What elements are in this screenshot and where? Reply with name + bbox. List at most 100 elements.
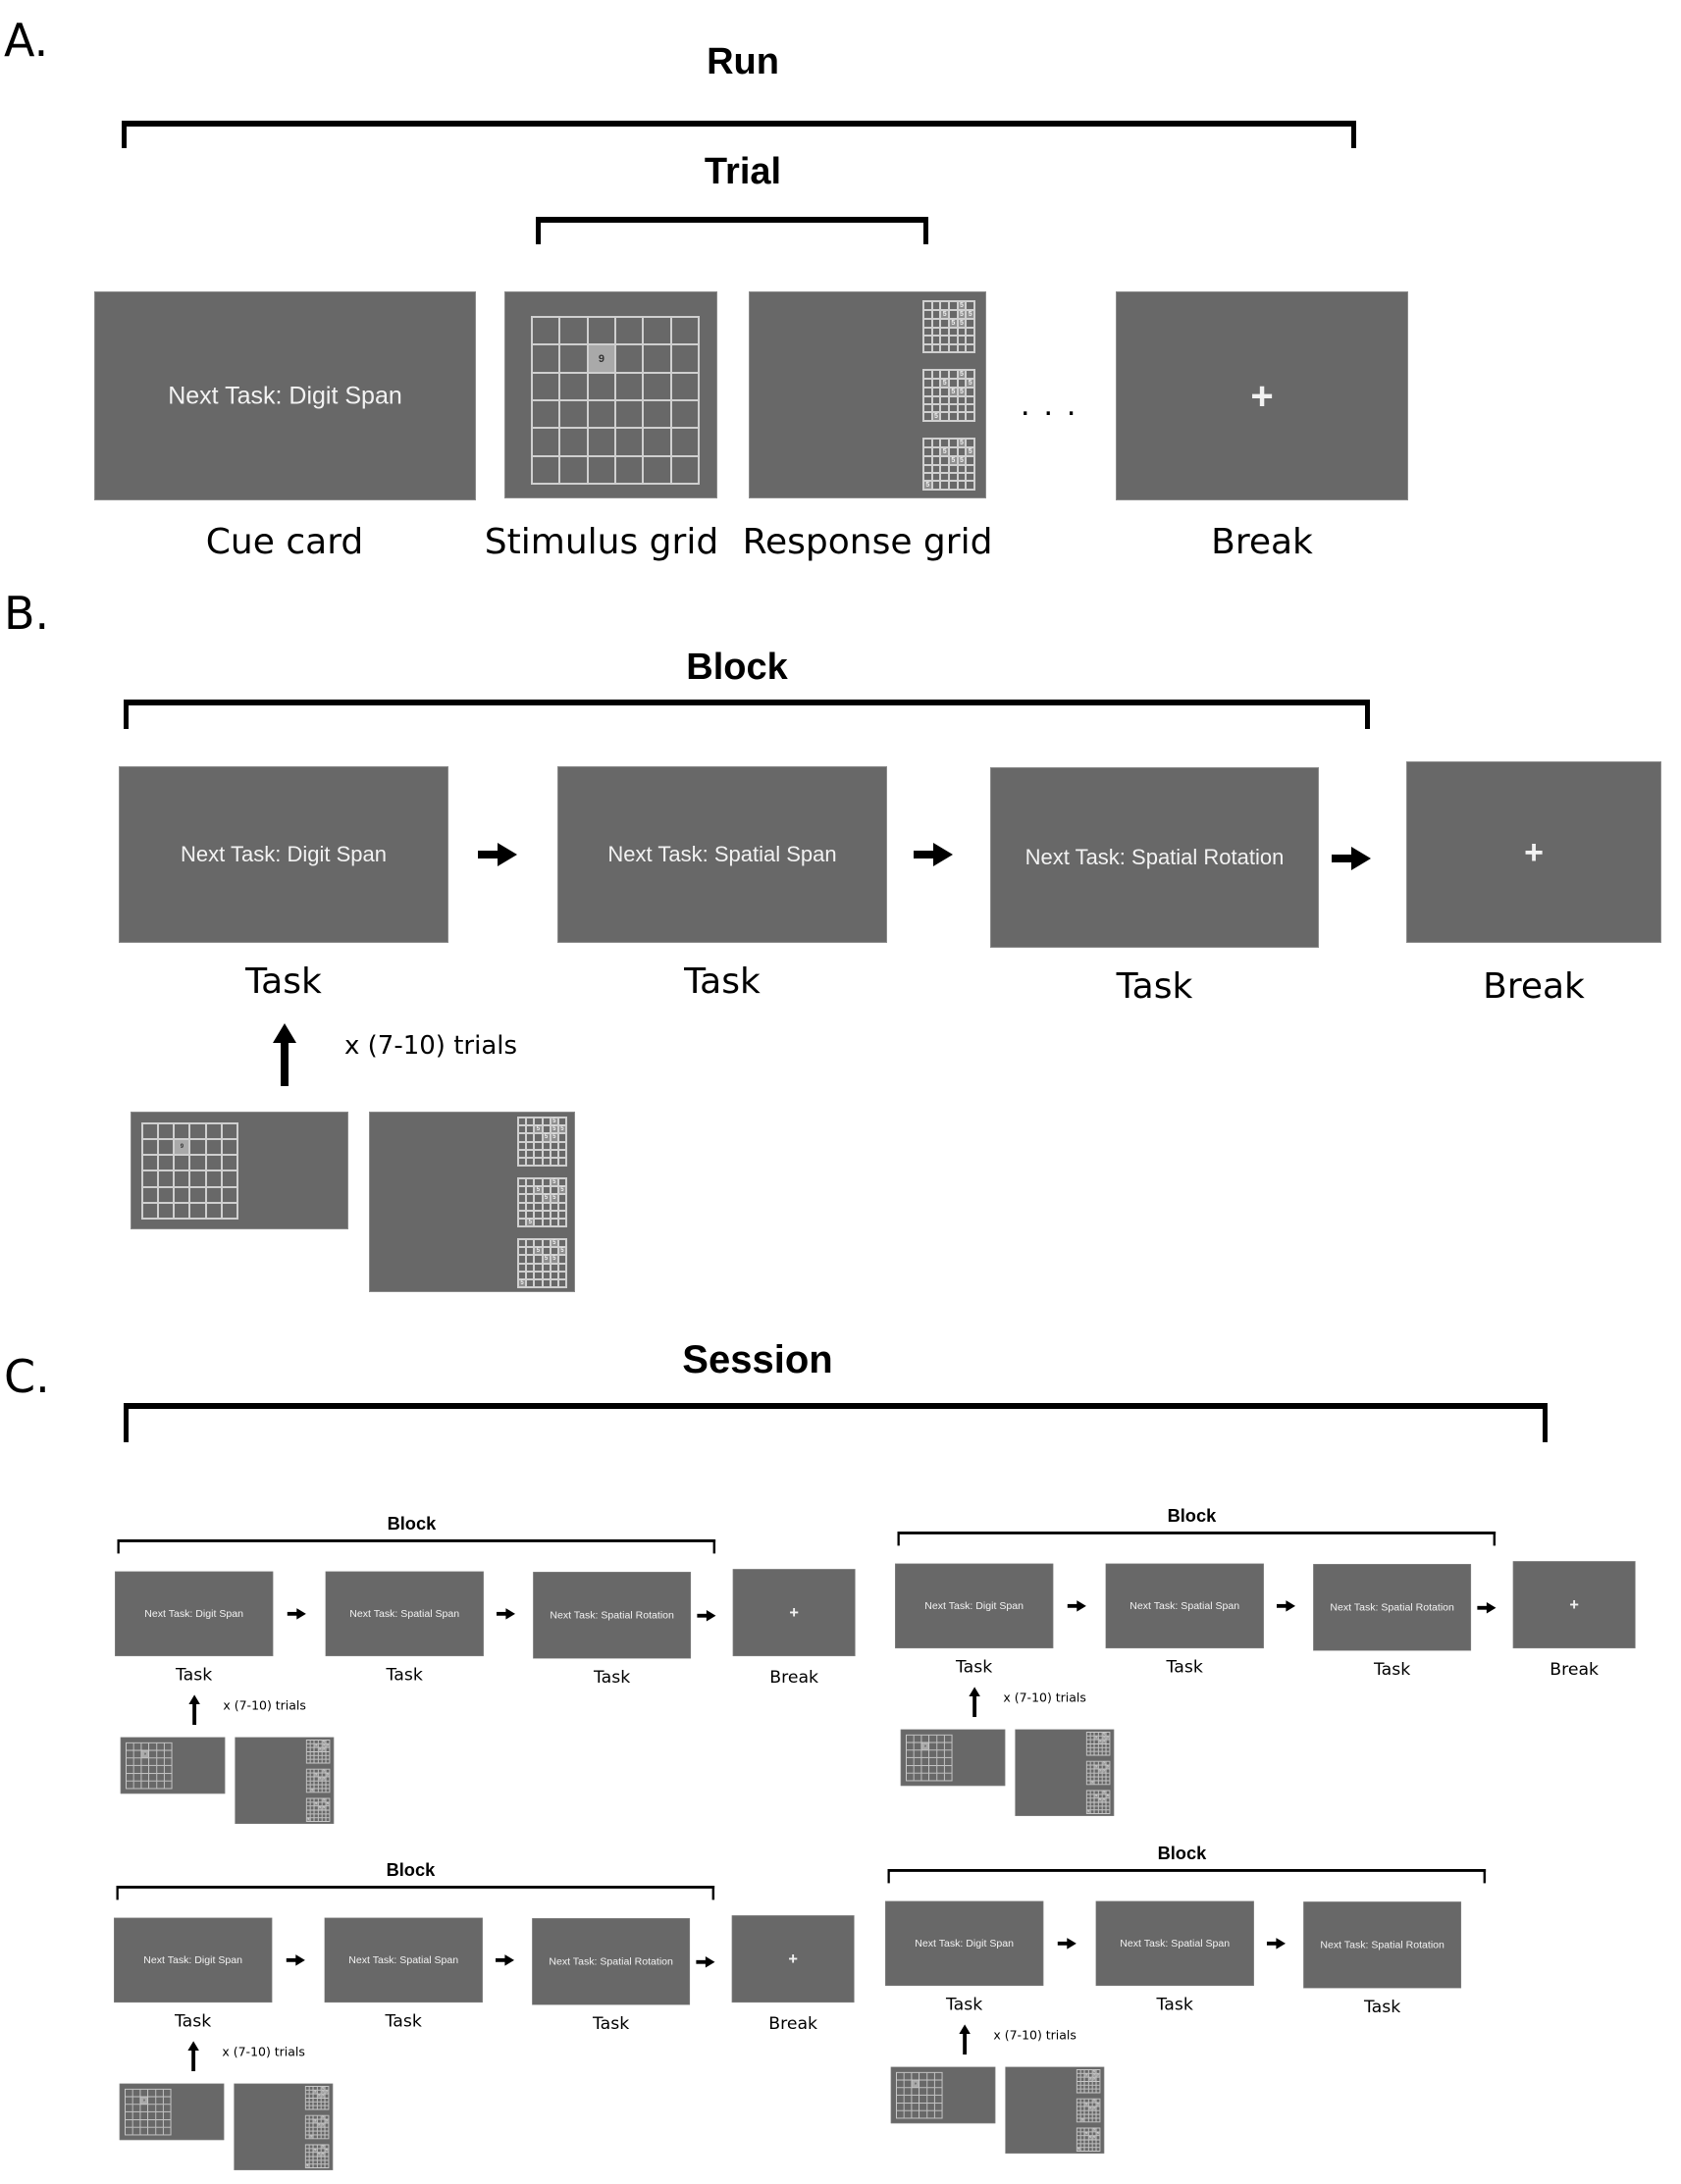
grid-cell [518,1133,527,1142]
grid-cell-marked: 5 [1084,2073,1089,2078]
grid-cell [1105,1776,1110,1781]
grid-cell [1090,1769,1095,1773]
grid-cell [557,1239,566,1248]
grid-cell [317,2145,322,2149]
grid-cell-marked: 5 [1086,1809,1091,1814]
grid-cell [305,2098,310,2103]
grid-cell [557,1149,566,1158]
grid-cell [1105,1809,1110,1814]
grid-cell [140,2119,148,2128]
grid-cell [1095,2106,1100,2110]
grid-cell [305,2159,310,2164]
grid-cell [155,2104,164,2112]
grid-cell [557,1271,566,1279]
grid-cell [324,2159,329,2164]
stimulus-grid-table: 9 [906,1734,953,1782]
grid-cell [310,1781,315,1785]
grid-cell-marked: 5 [550,1125,558,1134]
grid-cell [310,1759,315,1763]
grid-cell [1080,2143,1085,2148]
grid-cell [934,2110,943,2118]
fixation-cross-icon: + [788,1950,798,1968]
grid-cell [944,1735,953,1743]
grid-cell [305,2127,310,2131]
grid-cell [518,1149,527,1158]
grid-cell-marked: 5 [1105,1794,1110,1798]
grid-cell [940,404,949,412]
grid-cell-marked: 5 [966,379,974,388]
grid-cell [309,2102,314,2106]
session-block-1-repeat-label: x (7-10) trials [223,1698,306,1713]
grid-cell [928,1757,937,1766]
grid-cell [317,2106,322,2109]
grid-cell [1095,2081,1100,2086]
session-block-2-arrow-right-icon [1067,1600,1086,1612]
grid-cell-marked: 5 [542,1133,551,1142]
grid-cell [125,2111,133,2120]
session-block-2-task-caption-3: Task [1373,1659,1411,1680]
grid-cell [1077,2077,1081,2082]
grid-cell-marked: 5 [324,2090,329,2095]
grid-cell-marked: 5 [940,447,949,456]
session-block-3-task-caption-3: Task [592,2013,630,2034]
grid-cell [534,1118,543,1126]
grid-cell [518,1247,527,1256]
session-block-1-task-caption-2: Task [386,1665,423,1685]
grid-cell [550,1278,558,1287]
grid-cell [957,396,967,404]
grid-cell [1095,2099,1100,2104]
grid-cell-marked: 5 [321,2090,325,2095]
grid-cell [1084,2128,1089,2132]
grid-cell [324,2123,329,2127]
grid-cell-marked: 5 [1088,2135,1093,2140]
grid-cell [966,336,974,344]
grid-cell [949,447,958,456]
grid-cell [940,439,949,447]
grid-cell [1098,1761,1103,1766]
grid-cell [1086,1765,1091,1770]
grid-cell [189,1123,206,1140]
session-block-2-repeat-label: x (7-10) trials [1003,1690,1086,1705]
grid-cell [1090,1773,1095,1777]
grid-cell [325,1809,330,1814]
trial-label: Trial [704,151,782,192]
grid-cell [318,1798,323,1802]
grid-cell [305,2119,310,2124]
session-block-2-task-card-1: Next Task: Digit Span [895,1563,1054,1649]
grid-cell [321,2098,325,2103]
grid-cell [205,1123,222,1140]
grid-cell [125,2097,133,2105]
grid-cell [317,2086,322,2091]
grid-cell [1088,2143,1093,2148]
grid-cell [931,439,941,447]
caption-stimulus-grid: Stimulus grid [484,522,719,562]
grid-cell [923,328,932,337]
task-card-text: Next Task: Spatial Span [348,1953,459,1966]
grid-cell [126,1750,134,1758]
grid-cell [155,2119,164,2128]
grid-cell-marked: 5 [321,2152,325,2157]
grid-cell [317,2148,322,2153]
grid-cell [305,2156,310,2160]
block-b-arrow-right-icon [1332,847,1371,870]
grid-cell [1092,2085,1096,2090]
grid-cell-marked: 5 [318,1805,323,1810]
grid-cell [324,2134,329,2139]
grid-cell [931,336,941,344]
grid-cell [305,2106,310,2109]
grid-cell [1098,1805,1103,1810]
grid-cell [532,400,560,429]
grid-cell [904,2110,913,2118]
session-block-3-task-card-1: Next Task: Digit Span [114,1917,273,2003]
grid-cell [310,1784,315,1789]
grid-cell-marked: 5 [1084,2131,1089,2136]
grid-cell-marked: 5 [966,310,974,319]
grid-cell [1086,1797,1091,1802]
grid-cell-marked: 5 [1092,2128,1096,2132]
grid-cell [934,2103,943,2111]
grid-cell [324,2127,329,2131]
session-block-2-trial-stimulus-card: 9 [900,1729,1006,1787]
grid-cell-marked: 5 [1095,2131,1100,2136]
